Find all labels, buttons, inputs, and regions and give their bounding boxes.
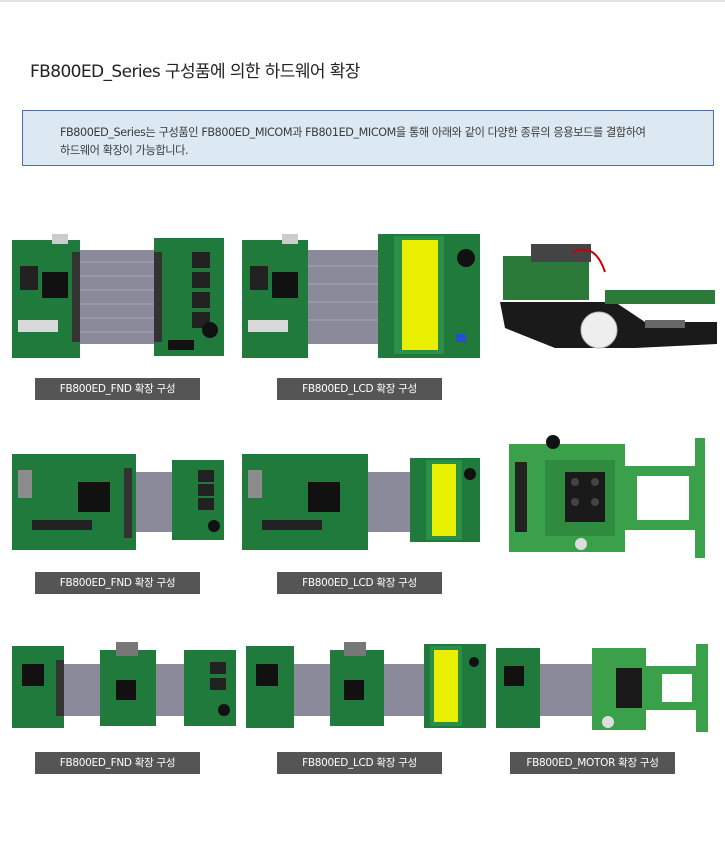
photo-lcd-expansion-1	[242, 232, 480, 360]
photo-fnd-expansion-3	[12, 640, 236, 732]
description-line-1: FB800ED_Series는 구성품인 FB800ED_MICOM과 FB80…	[60, 126, 646, 139]
photo-lcd-expansion-2	[242, 448, 480, 552]
photo-motor-expansion-3	[496, 640, 710, 736]
caption-motor-expansion-3: FB800ED_MOTOR 확장 구성	[510, 752, 675, 774]
photo-motor-board	[505, 432, 705, 564]
caption-fnd-expansion-1: FB800ED_FND 확장 구성	[35, 378, 200, 400]
description-box: FB800ED_Series는 구성품인 FB800ED_MICOM과 FB80…	[22, 110, 714, 166]
caption-fnd-expansion-3: FB800ED_FND 확장 구성	[35, 752, 200, 774]
caption-lcd-expansion-2: FB800ED_LCD 확장 구성	[277, 572, 442, 594]
photo-robot-platform	[495, 232, 720, 360]
photo-fnd-expansion-2	[12, 448, 224, 552]
caption-fnd-expansion-2: FB800ED_FND 확장 구성	[35, 572, 200, 594]
top-divider	[0, 0, 725, 2]
photo-fnd-expansion-1	[12, 232, 224, 360]
caption-lcd-expansion-3: FB800ED_LCD 확장 구성	[277, 752, 442, 774]
photo-lcd-expansion-3	[246, 640, 486, 732]
page-title: FB800ED_Series 구성품에 의한 하드웨어 확장	[30, 62, 360, 82]
description-line-2: 하드웨어 확장이 가능합니다.	[60, 144, 189, 157]
caption-lcd-expansion-1: FB800ED_LCD 확장 구성	[277, 378, 442, 400]
